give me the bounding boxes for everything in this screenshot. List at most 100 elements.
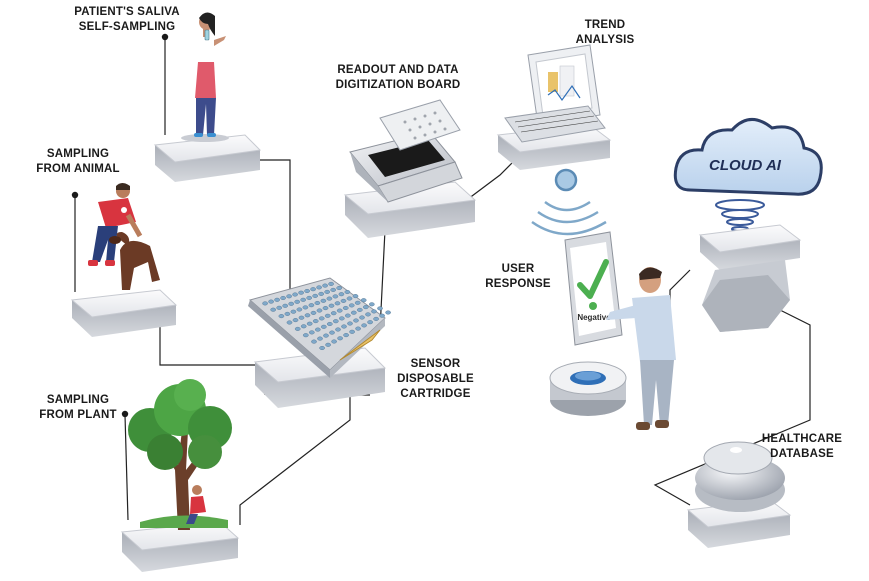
well xyxy=(335,327,341,332)
well xyxy=(314,301,321,306)
connector-plant xyxy=(124,414,129,521)
well xyxy=(346,296,353,301)
well xyxy=(332,294,339,299)
tree-figure xyxy=(128,379,232,530)
phone-device: Negative xyxy=(564,231,623,346)
well xyxy=(356,307,363,312)
well xyxy=(362,305,369,310)
man-with-dog-figure xyxy=(88,183,160,290)
cloud-pedestal xyxy=(698,224,802,332)
well xyxy=(316,308,323,313)
well xyxy=(312,319,319,324)
well xyxy=(292,292,298,297)
well xyxy=(290,309,297,314)
well xyxy=(296,307,303,312)
well xyxy=(334,301,341,306)
check-mark-icon xyxy=(577,259,609,299)
well xyxy=(312,293,319,298)
well-grid xyxy=(262,281,391,351)
well xyxy=(349,329,355,334)
well xyxy=(340,298,347,303)
trend-terminal xyxy=(504,44,606,143)
well xyxy=(310,287,316,292)
well xyxy=(298,290,304,295)
well xyxy=(338,292,345,297)
person-figure xyxy=(606,267,676,430)
well xyxy=(329,330,335,335)
well xyxy=(298,315,305,320)
well xyxy=(326,296,333,301)
well xyxy=(361,323,367,328)
well xyxy=(330,311,337,316)
well xyxy=(300,324,307,329)
well xyxy=(342,306,349,311)
well xyxy=(322,283,328,288)
well xyxy=(284,311,291,316)
well xyxy=(319,346,325,351)
well xyxy=(326,322,333,327)
connector-dots xyxy=(71,33,169,418)
well xyxy=(278,314,285,319)
platform-animal xyxy=(70,289,178,337)
well xyxy=(306,321,313,326)
well xyxy=(385,310,391,315)
well xyxy=(268,299,274,304)
platform-saliva xyxy=(153,134,262,182)
well xyxy=(322,306,329,311)
well xyxy=(274,297,280,302)
well xyxy=(276,305,283,310)
well xyxy=(371,309,377,314)
well xyxy=(294,299,301,304)
well xyxy=(280,296,286,301)
connector-plant-to-sensor xyxy=(239,394,370,525)
well xyxy=(359,315,365,320)
well xyxy=(304,289,310,294)
readout-board xyxy=(349,99,463,203)
well xyxy=(324,313,331,318)
well xyxy=(300,297,307,302)
well xyxy=(320,298,327,303)
well xyxy=(328,303,335,308)
well xyxy=(306,295,313,300)
well xyxy=(320,324,327,329)
well xyxy=(292,318,299,323)
wifi-signal-icon xyxy=(531,168,607,236)
well xyxy=(324,289,331,294)
well xyxy=(337,336,343,341)
well xyxy=(317,336,323,341)
well xyxy=(330,287,337,292)
well xyxy=(270,307,277,312)
woman-saliva-figure xyxy=(181,12,229,142)
well xyxy=(367,320,373,325)
well xyxy=(344,290,351,295)
well xyxy=(286,294,292,299)
connector-cloud-to-db xyxy=(653,304,811,506)
ring-base xyxy=(549,361,627,416)
database-icon xyxy=(695,441,785,512)
well xyxy=(311,339,317,344)
well xyxy=(379,313,385,318)
well xyxy=(328,281,334,286)
well xyxy=(282,303,289,308)
well xyxy=(353,318,359,323)
well xyxy=(294,326,301,331)
connector-saliva-to-sensor xyxy=(230,159,291,290)
well xyxy=(341,324,347,329)
well xyxy=(308,330,315,335)
well xyxy=(352,294,359,299)
well xyxy=(360,298,367,303)
well xyxy=(332,319,339,324)
well xyxy=(323,333,329,338)
cloud-ai-label: CLOUD AI xyxy=(709,157,782,174)
well xyxy=(336,286,343,291)
well xyxy=(336,308,343,313)
well xyxy=(338,316,345,321)
well xyxy=(368,302,375,307)
